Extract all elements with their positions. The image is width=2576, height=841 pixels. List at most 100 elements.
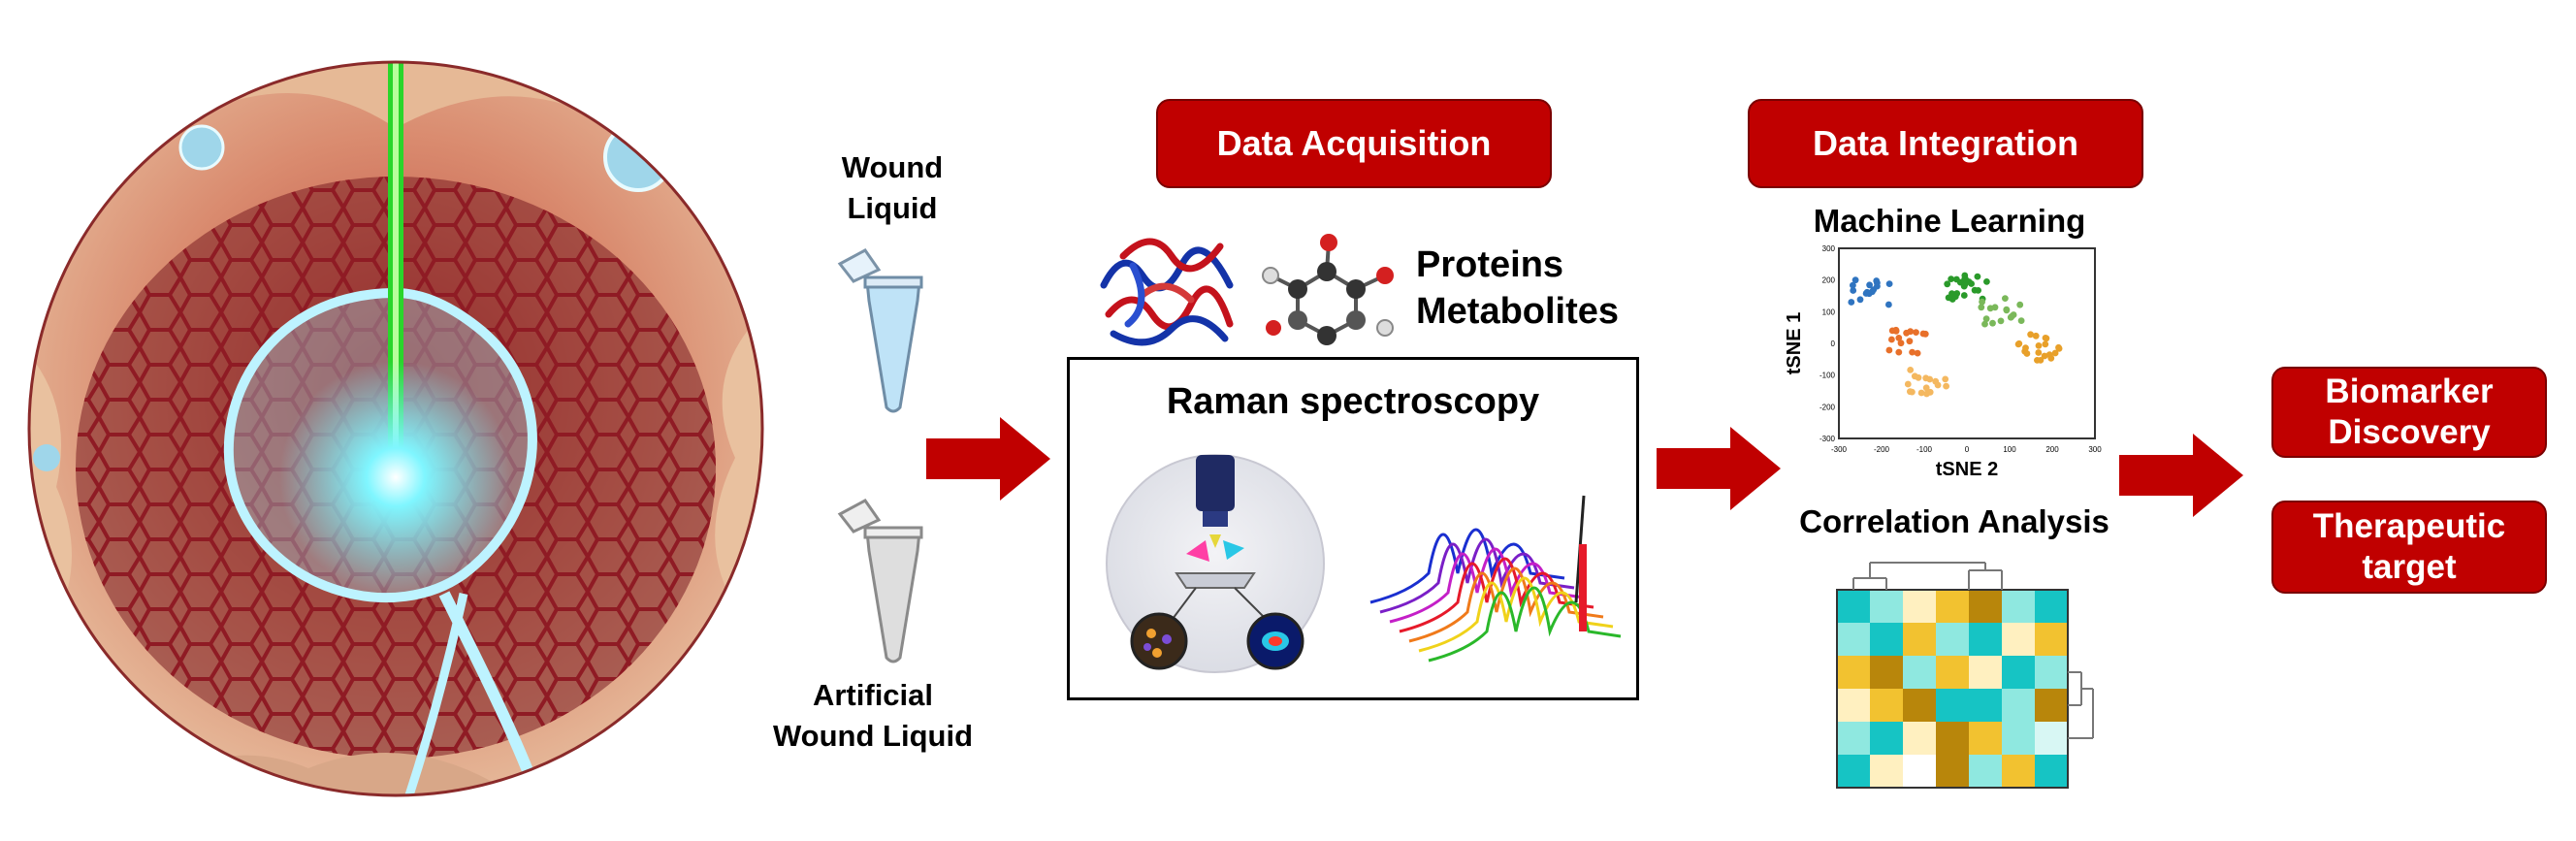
heatmap-cell (1837, 755, 1870, 788)
tsne-point (1885, 280, 1893, 287)
protein-structure-icon (1100, 238, 1234, 346)
tsne-point (1948, 275, 1955, 282)
tsne-xtick: 300 (2088, 445, 2102, 454)
tsne-point (2008, 312, 2015, 320)
tsne-point (1968, 280, 1975, 287)
tsne-point (1923, 390, 1930, 398)
data-acquisition-header: Data Acquisition (1156, 99, 1552, 188)
tsne-point (2032, 332, 2040, 340)
tsne-xlabel: tSNE 2 (1936, 459, 1998, 480)
proteins-label: Proteins (1416, 244, 1564, 285)
heatmap-cell (1837, 590, 1870, 623)
metabolites-label: Metabolites (1416, 290, 1620, 332)
heatmap-cell (1903, 722, 1936, 755)
tsne-point (1953, 275, 1960, 283)
heatmap-cell (1837, 623, 1870, 656)
tsne-point (2035, 342, 2043, 349)
data-integration-header: Data Integration (1748, 99, 2143, 188)
biomarker-discovery-box: Biomarker Discovery (2271, 367, 2547, 458)
omics-labels: Proteins Metabolites (1416, 243, 1649, 335)
raman-title: Raman spectroscopy (1166, 381, 1540, 422)
heatmap-cell (1969, 755, 2002, 788)
heatmap-cell (1936, 722, 1969, 755)
raman-spectroscopy-panel: Raman spectroscopy (1067, 357, 1639, 700)
metabolite-molecule-icon (1262, 234, 1394, 345)
tsne-xtick: 0 (1965, 445, 1970, 454)
tsne-point (1895, 335, 1903, 341)
heatmap-cell (1969, 656, 2002, 689)
tsne-point (1897, 340, 1905, 347)
heatmap-cell (1969, 689, 2002, 722)
tsne-point (1852, 276, 1859, 284)
tsne-point (1850, 287, 1857, 294)
tsne-xtick: 100 (2003, 445, 2016, 454)
tsne-point (1895, 348, 1903, 356)
tsne-point (1945, 294, 1952, 302)
tsne-ytick: 300 (1822, 244, 1836, 253)
tsne-point (1983, 278, 1990, 285)
heatmap-cell (1936, 590, 1969, 623)
tsne-point (1919, 330, 1927, 338)
heatmap-cell (1969, 590, 2002, 623)
tsne-point (1926, 375, 1934, 383)
tsne-point (1909, 388, 1916, 396)
therapeutic-target-box: Therapeutic target (2271, 501, 2547, 594)
tsne-point (1989, 319, 1996, 327)
heatmap-cell (2035, 689, 2068, 722)
tsne-point (1986, 305, 1994, 312)
arrow-icon (926, 417, 1050, 501)
heatmap-cell (2002, 623, 2035, 656)
tsne-point (1888, 336, 1895, 343)
tsne-ytick: 200 (1822, 276, 1836, 285)
tsne-ytick: 100 (1822, 307, 1836, 316)
tsne-point (1904, 380, 1912, 388)
heatmap-cell (1870, 656, 1903, 689)
tsne-point (1943, 382, 1949, 390)
tsne-point (1997, 317, 2005, 325)
tsne-point (1874, 282, 1881, 290)
raman-microscope-icon (1106, 454, 1325, 673)
arrow-icon (2119, 434, 2243, 517)
tsne-point (2023, 350, 2031, 357)
tsne-point (1848, 299, 1855, 306)
tsne-ytick: 0 (1831, 340, 1836, 348)
heatmap-cell (1870, 689, 1903, 722)
tsne-point (2017, 317, 2025, 324)
tsne-point (1907, 367, 1915, 373)
tsne-point (1862, 290, 1870, 297)
tsne-point (2034, 357, 2041, 364)
heatmap-cell (1903, 590, 1936, 623)
tsne-point (2035, 349, 2043, 356)
tsne-ytick: -100 (1819, 372, 1836, 380)
heatmap-cell (2035, 722, 2068, 755)
heatmap-cell (2035, 755, 2068, 788)
tsne-point (2003, 307, 2011, 314)
arrow-icon (1657, 427, 1781, 510)
wound-liquid-tube-icon (837, 248, 923, 413)
tsne-xtick: -300 (1831, 445, 1848, 454)
heatmap-cell (2035, 656, 2068, 689)
correlation-heatmap (1836, 562, 2094, 789)
machine-learning-title: Machine Learning (1813, 203, 2086, 239)
tsne-point (2042, 340, 2049, 348)
heatmap-cell (1837, 656, 1870, 689)
heatmap-cell (1936, 623, 1969, 656)
heatmap-cell (1969, 722, 2002, 755)
tsne-point (1917, 389, 1925, 397)
tsne-ylabel: tSNE 1 (1784, 312, 1805, 374)
tsne-point (1961, 272, 1969, 279)
wound-illustration (27, 60, 764, 797)
tsne-point (2016, 301, 2024, 308)
tsne-point (2051, 349, 2059, 357)
heatmap-cell (2002, 722, 2035, 755)
heatmap-cell (1870, 755, 1903, 788)
tsne-point (1913, 329, 1919, 336)
heatmap-cell (1903, 623, 1936, 656)
tsne-point (1866, 281, 1873, 289)
raman-spectra-icon (1369, 495, 1622, 663)
artificial-liquid-tube-icon (837, 499, 923, 663)
